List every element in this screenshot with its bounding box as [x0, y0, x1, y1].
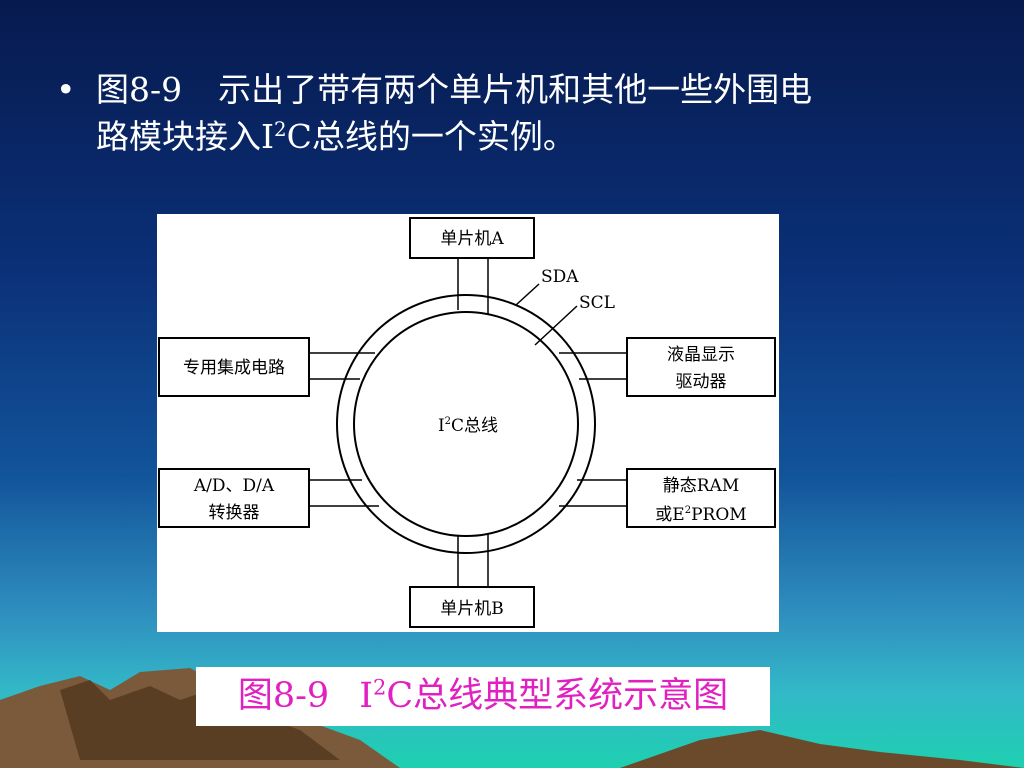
i2c-bus-diagram: 单片机A 单片机B 专用集成电路 液晶显示 驱动器 A/D、D/A 转换器 静态…: [157, 214, 779, 632]
adc-label-line-2: 转换器: [209, 503, 260, 523]
bullet-line-1-text: 示出了带有两个单片机和其他一些外围电: [218, 70, 813, 109]
mem-label-line-1: 静态RAM: [663, 476, 739, 496]
sda-ring: [336, 294, 596, 554]
caption-title: C总线典型系统示意图: [386, 676, 729, 716]
scl-label: SCL: [579, 293, 615, 313]
diagram-canvas: 单片机A 单片机B 专用集成电路 液晶显示 驱动器 A/D、D/A 转换器 静态…: [158, 217, 776, 628]
asic-label: 专用集成电路: [183, 358, 285, 378]
adc-box: [158, 468, 310, 528]
lcd-label-line-2: 驱动器: [676, 372, 727, 392]
scl-ring: [353, 311, 579, 537]
mem-box: [626, 468, 776, 528]
mcu-a-label: 单片机A: [440, 229, 504, 249]
bus-label: I2C总线: [438, 416, 498, 436]
mcu-b-label: 单片机B: [440, 599, 504, 619]
bullet-symbol: •: [56, 70, 76, 109]
mcu-b-box: [409, 586, 535, 628]
bullet-figure-ref: 图8-9: [96, 70, 183, 109]
bullet-line-1: 图8-9 示出了带有两个单片机和其他一些外围电: [96, 66, 956, 113]
mem-label-line-2: 或E2PROM: [655, 505, 746, 525]
asic-box: [158, 337, 310, 397]
sda-label: SDA: [541, 267, 579, 287]
mcu-a-box: [409, 217, 535, 259]
lcd-box: [626, 337, 776, 397]
lcd-label-line-1: 液晶显示: [667, 345, 735, 365]
caption-figure-ref: 图8-9: [237, 676, 330, 716]
adc-label-line-1: A/D、D/A: [193, 476, 275, 496]
bullet-line-2: 路模块接入I2C总线的一个实例。: [96, 117, 576, 156]
bullet-text: 图8-9 示出了带有两个单片机和其他一些外围电 路模块接入I2C总线的一个实例。: [96, 66, 956, 160]
scl-leader-line: [534, 305, 578, 346]
sda-leader-line: [515, 283, 540, 306]
